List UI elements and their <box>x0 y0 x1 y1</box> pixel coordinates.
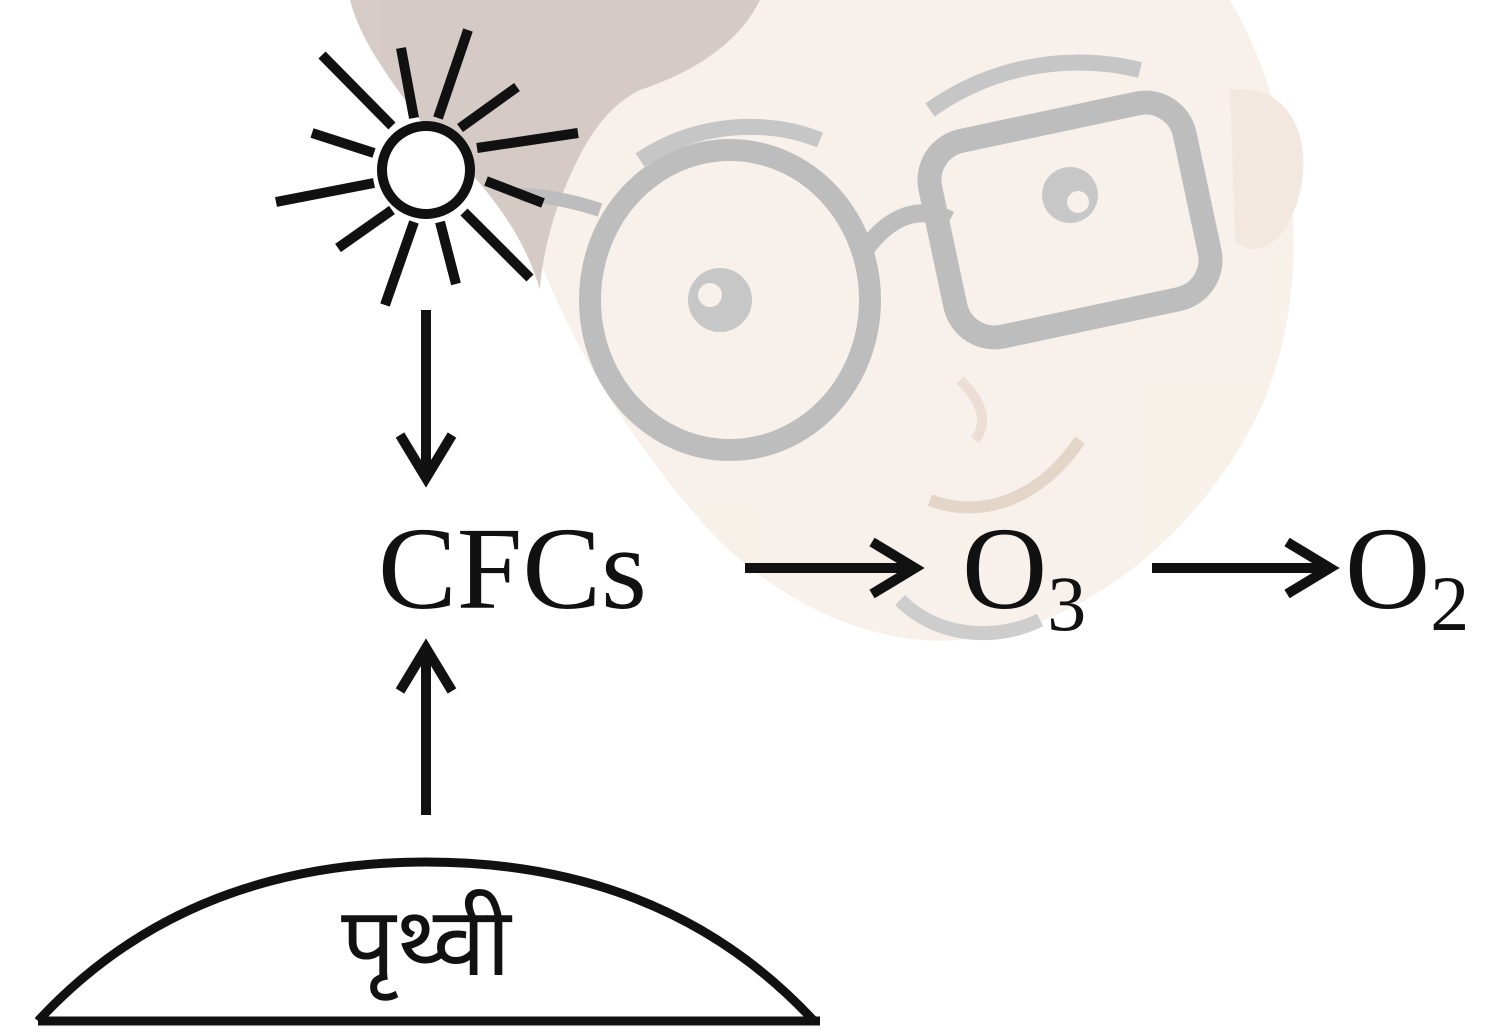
watermark-eyebrow-left <box>635 118 823 167</box>
watermark-glasses-left <box>579 139 881 461</box>
ozone-subscript: 3 <box>1047 560 1086 647</box>
watermark-glasses-right <box>917 90 1223 350</box>
oxygen-symbol: O <box>1345 503 1430 634</box>
oxygen-subscript: 2 <box>1430 560 1469 647</box>
cartoon-face-watermark <box>350 0 1304 641</box>
oxygen-label: O2 <box>1345 503 1469 647</box>
watermark-nose <box>956 376 988 443</box>
sun-icon <box>275 28 579 307</box>
watermark-ear <box>1230 89 1304 249</box>
earth-shape <box>34 857 820 1026</box>
arrow-ozone-to-oxygen <box>1152 537 1340 599</box>
watermark-glasses-bridge <box>857 204 955 256</box>
arrow-sun-to-cfcs <box>395 310 457 488</box>
watermark-mouth <box>927 436 1085 514</box>
arrow-earth-to-cfcs <box>395 638 457 815</box>
ozone-symbol: O <box>962 503 1047 634</box>
watermark-eyebrow-right <box>925 54 1142 117</box>
watermark-chin <box>895 594 1044 641</box>
cfcs-label: CFCs <box>378 503 647 634</box>
earth-label: पृथ्वी <box>341 886 513 1001</box>
arrow-cfcs-to-ozone <box>745 537 925 599</box>
ozone-label: O3 <box>962 503 1086 647</box>
